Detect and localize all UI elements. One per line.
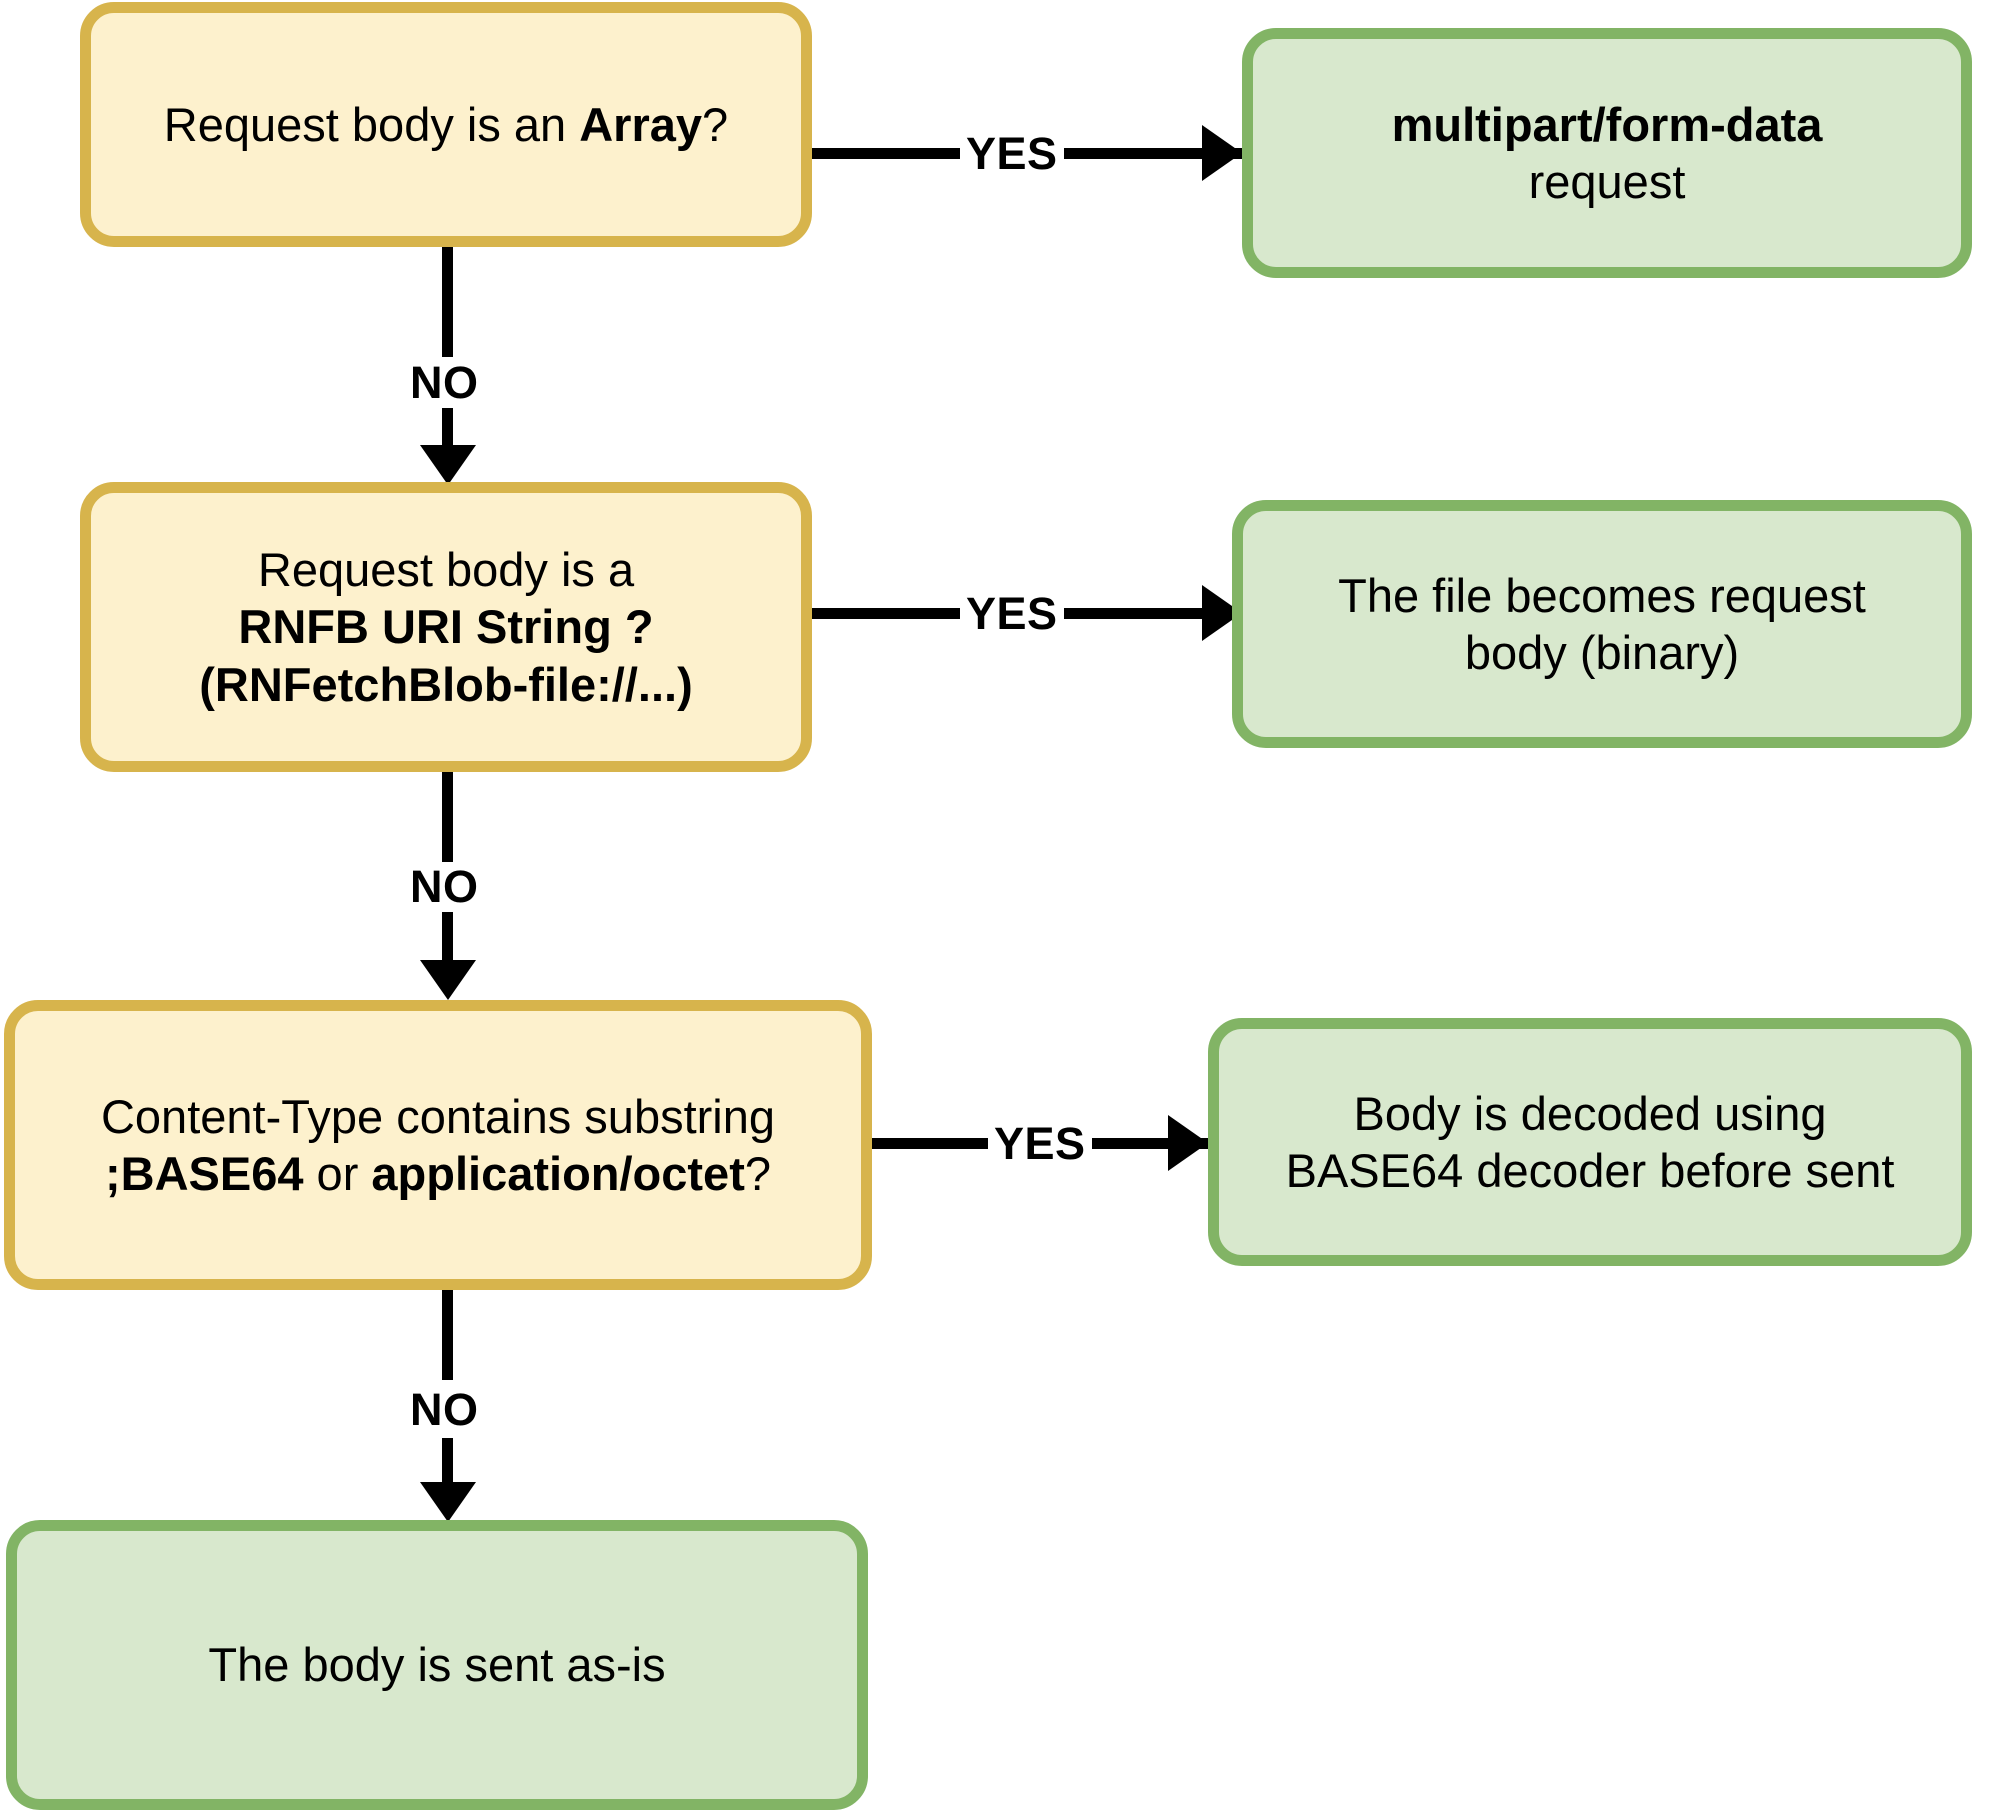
decision-node-content-type-label: Content-Type contains substring;BASE64 o… (100, 1089, 776, 1200)
edge-label-content-type-no: NO (404, 1385, 485, 1434)
edge-label-content-type-yes: YES (988, 1119, 1092, 1168)
edge-content-type-yes-arrowhead (1168, 1115, 1208, 1171)
edge-label-rnfb-yes: YES (960, 589, 1064, 638)
outcome-node-as-is-label: The body is sent as-is (208, 1638, 666, 1692)
edge-array-no-line-top (442, 247, 453, 357)
edge-rnfb-no-arrowhead (420, 960, 476, 1000)
edge-label-array-yes: YES (960, 129, 1064, 178)
edge-label-rnfb-no: NO (404, 862, 485, 911)
decision-node-content-type[interactable]: Content-Type contains substring;BASE64 o… (4, 1000, 872, 1290)
outcome-node-as-is[interactable]: The body is sent as-is (6, 1520, 868, 1810)
edge-array-no-line-bottom (442, 408, 453, 470)
decision-node-array-label: Request body is an Array? (163, 97, 729, 151)
edge-array-yes-arrowhead (1202, 125, 1242, 181)
edge-label-array-no: NO (404, 358, 485, 407)
edge-content-type-no-line-bottom (442, 1438, 453, 1490)
edge-array-no-arrowhead (420, 445, 476, 485)
edge-rnfb-no-line-bottom (442, 912, 453, 990)
decision-node-array[interactable]: Request body is an Array? (80, 2, 812, 247)
edge-content-type-no-line-top (442, 1290, 453, 1380)
edge-rnfb-no-line-top (442, 772, 453, 882)
edge-content-type-no-arrowhead (420, 1482, 476, 1522)
